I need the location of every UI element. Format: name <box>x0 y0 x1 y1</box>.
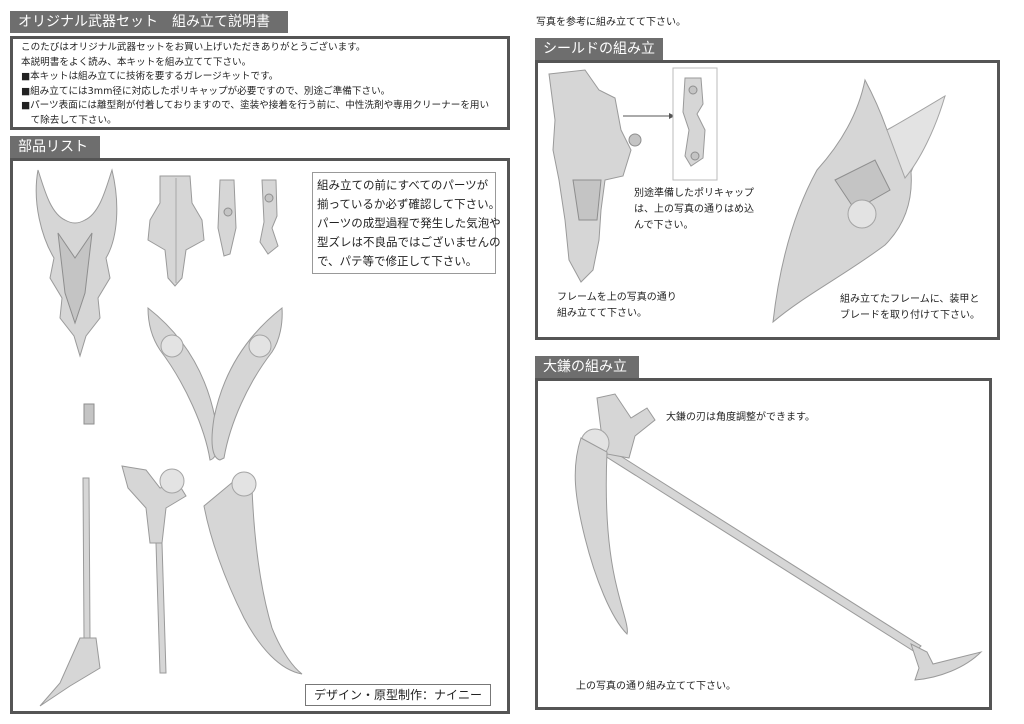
shield-joint-circle <box>847 199 877 229</box>
intro-line: このたびはオリジナル武器セットをお買い上げいただきありがとうございます。 <box>21 42 366 53</box>
caption-line: んで下さい。 <box>634 220 694 231</box>
arrow-head-icon <box>669 113 675 119</box>
part-scythe-butt-blade <box>39 637 101 707</box>
polycap-detail-part <box>682 77 706 167</box>
design-credit: デザイン・原型制作：ナイニー <box>305 684 492 706</box>
part-scythe-rod <box>82 477 91 639</box>
part-frame-a <box>217 179 237 257</box>
caption-line: 組み立てて下さい。 <box>557 308 647 319</box>
part-shield-armor-detail <box>57 232 93 325</box>
polycap-icon <box>628 133 642 147</box>
part-curved-blade-right <box>211 307 283 461</box>
part-joint-circle <box>248 334 272 358</box>
part-joint-circle <box>160 334 184 358</box>
scythe-illustration <box>574 393 983 681</box>
caption-line: は、上の写真の通りはめ込 <box>634 204 754 215</box>
scythe-blade <box>574 437 628 635</box>
caption-angle: 大鎌の刃は角度調整ができます。 <box>666 412 815 423</box>
shield-section-title: シールドの組み立て <box>535 38 663 79</box>
part-small-pin <box>83 403 95 425</box>
shield-top-blade <box>886 94 946 179</box>
parts-list-title: 部品リスト <box>10 136 100 158</box>
page-title: オリジナル武器セット 組み立て説明書 <box>10 11 288 33</box>
part-scythe-pole <box>155 542 167 674</box>
caption-assemble: 上の写真の通り組み立てて下さい。 <box>576 681 736 692</box>
parts-note-line: 揃っているか必ず確認して下さい。 <box>317 197 501 211</box>
part-scythe-blade <box>203 475 303 675</box>
intro-line: ■パーツ表面には離型剤が付着しておりますので、塗装や接着を行う前に、中性洗剤や専… <box>21 100 490 112</box>
scythe-foot-blade <box>910 643 983 681</box>
caption-line: フレームを上の写真の通り <box>557 292 677 303</box>
parts-note-box: 組み立ての前にすべてのパーツが 揃っているか必ず確認して下さい。 パーツの成型過… <box>312 172 501 274</box>
intro-box: このたびはオリジナル武器セットをお買い上げいただきありがとうございます。 本説明… <box>10 36 510 130</box>
part-curved-blade-left <box>147 306 219 461</box>
parts-note-line: パーツの成型過程で発生した気泡や <box>317 216 501 230</box>
caption-line: 別途準備したポリキャップ <box>634 188 754 199</box>
parts-note-line: 組み立ての前にすべてのパーツが <box>317 178 489 192</box>
parts-note-line: で、パテ等で修正して下さい。 <box>317 254 478 268</box>
shield-frame-assembly <box>548 69 632 283</box>
intro-line: 本説明書をよく読み、本キットを組み立てて下さい。 <box>21 56 252 68</box>
caption-armor: 組み立てたフレームに、装甲と ブレードを取り付けて下さい。 <box>840 292 980 324</box>
caption-polycap: 別途準備したポリキャップ は、上の写真の通りはめ込 んで下さい。 <box>634 186 754 234</box>
caption-frame: フレームを上の写真の通り 組み立てて下さい。 <box>557 290 677 322</box>
reference-note: 写真を参考に組み立てて下さい。 <box>536 17 686 28</box>
intro-line: て除去して下さい。 <box>21 114 117 126</box>
parts-illustration <box>35 168 303 707</box>
scythe-section-title: 大鎌の組み立て <box>535 356 639 397</box>
part-frame-b <box>259 179 279 255</box>
caption-line: 組み立てたフレームに、装甲と <box>840 294 980 305</box>
intro-text: このたびはオリジナル武器セットをお買い上げいただきありがとうございます。 本説明… <box>21 41 489 129</box>
caption-line: ブレードを取り付けて下さい。 <box>840 310 980 321</box>
parts-note-line: 型ズレは不良品ではございませんの <box>317 235 501 249</box>
intro-line: ■組み立てには3mm径に対応したポリキャップが必要ですので、別途ご準備下さい。 <box>21 85 391 97</box>
intro-line: ■本キットは組み立てに技術を要するガレージキットです。 <box>21 71 279 83</box>
scythe-pole <box>604 449 922 653</box>
shield-illustration <box>548 67 946 324</box>
shield-center-plate <box>834 159 891 211</box>
shield-frame-grip <box>572 179 602 221</box>
